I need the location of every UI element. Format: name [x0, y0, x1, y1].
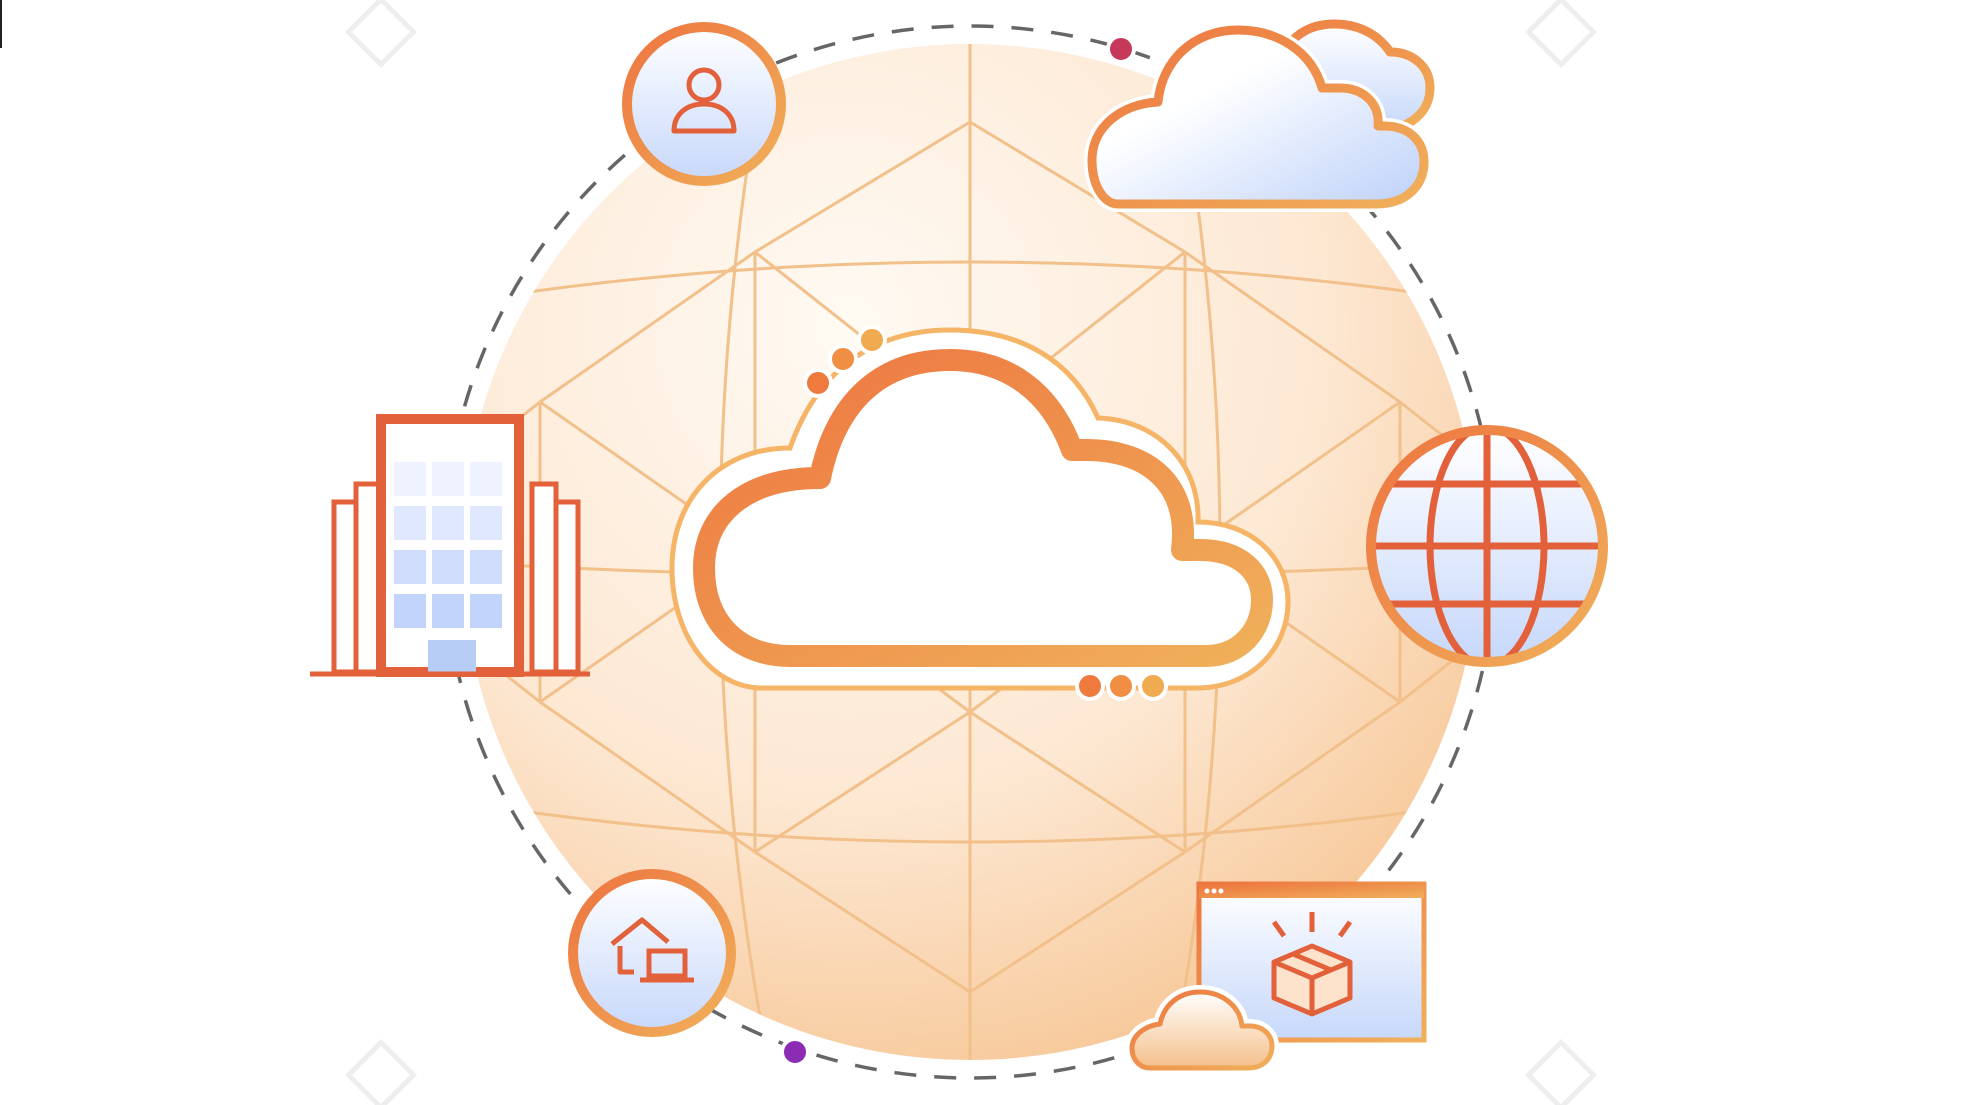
user-icon [622, 22, 786, 186]
edge-mark [0, 0, 2, 48]
orbit-dot-top [1106, 34, 1136, 64]
central-cloud-icon [669, 325, 1291, 701]
orbit-dot-bottom [780, 1037, 810, 1067]
cloud-pair-icon [1084, 19, 1435, 212]
globe-icon [1366, 425, 1608, 667]
corner-marks [344, 0, 1598, 1105]
home-laptop-icon [568, 869, 736, 1037]
office-building-icon [310, 414, 590, 677]
small-cloud-icon [1125, 985, 1279, 1075]
